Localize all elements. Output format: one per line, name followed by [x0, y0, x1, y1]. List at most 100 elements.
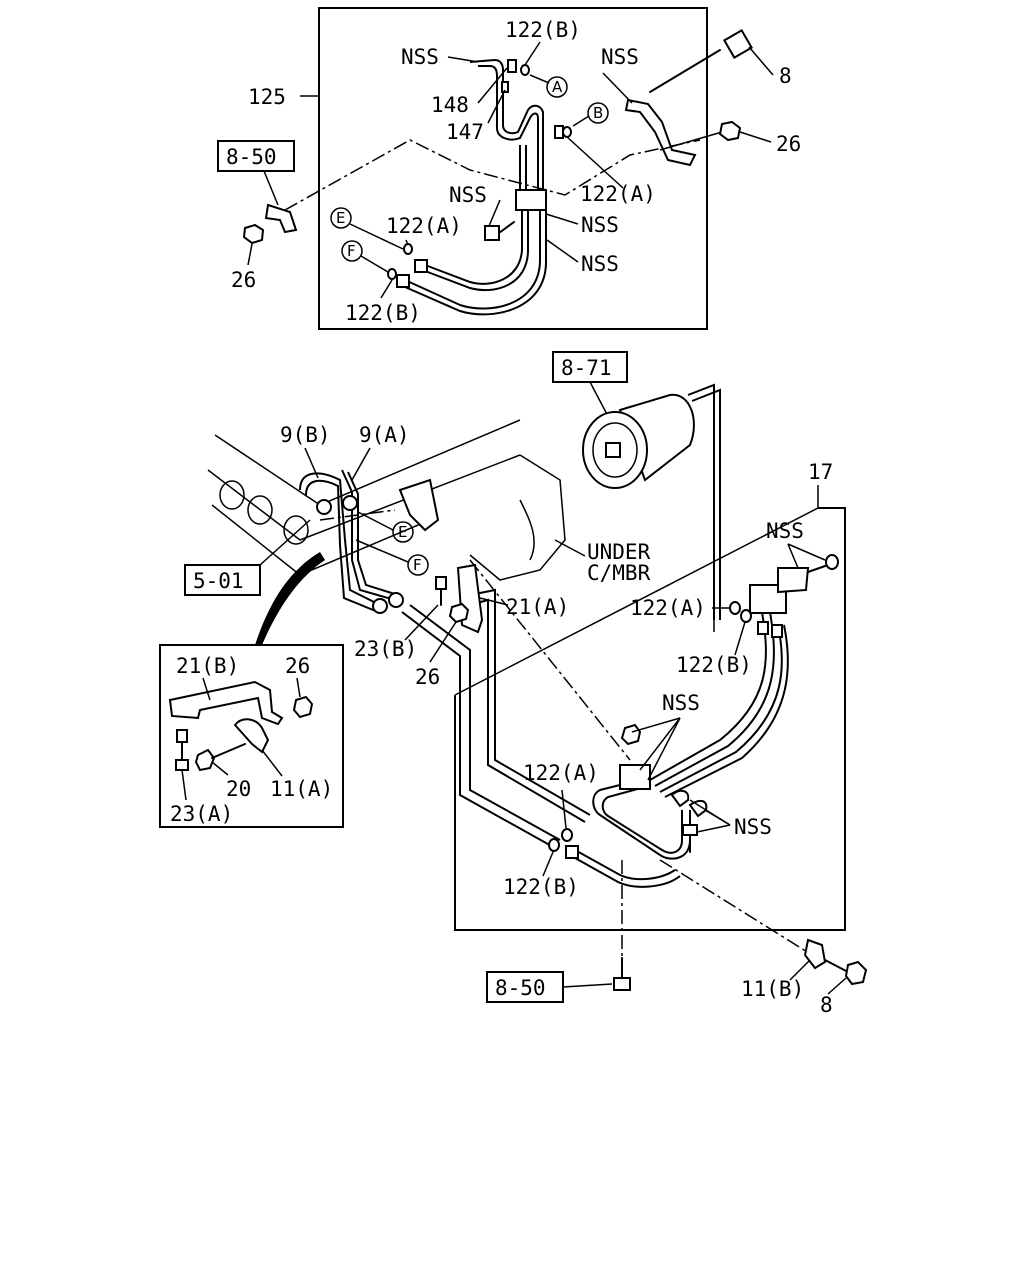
fitting-17-lower [565, 845, 579, 859]
leader-b [572, 115, 590, 127]
label-23b: 23(B) [354, 637, 417, 661]
callout-b-top [587, 102, 609, 124]
centerline-main-1 [469, 559, 631, 761]
ref-box-501 [184, 564, 261, 596]
oring-122a-17 [729, 601, 741, 615]
label-122a-top: 122(A) [580, 182, 656, 206]
leader-f [360, 255, 389, 273]
clip-850-top [264, 203, 298, 234]
pipe-long-2 [401, 611, 556, 849]
pipe-long-4 [469, 598, 586, 823]
clip-11a [233, 718, 270, 754]
nut-nss-17 [620, 723, 642, 746]
leader-122b-lower [542, 851, 554, 877]
nut-26-left [242, 223, 265, 245]
leader-23b [404, 604, 439, 641]
label-17: 17 [808, 460, 833, 484]
leader-8-top [748, 46, 774, 76]
leader-20 [211, 761, 229, 776]
oring-122b-top [520, 64, 530, 76]
callout-b-top-text: B [593, 104, 603, 122]
leader-122b-17 [734, 621, 746, 656]
bolt-20-head [194, 748, 216, 772]
callout-f-main [407, 554, 429, 576]
fitting-23b-1 [372, 598, 388, 614]
fitting-f [396, 274, 410, 288]
leader-nss-clamp [545, 213, 579, 225]
label-23a: 23(A) [170, 802, 233, 826]
pipe-long-3 [469, 588, 591, 816]
pipe-lower-f1 [404, 210, 541, 310]
pipe-17-lower-4 [574, 857, 681, 888]
label-26-main: 26 [415, 665, 440, 689]
bolt-850-head [613, 977, 631, 991]
pipe-upper-1 [469, 58, 544, 200]
bolt-8-head [722, 28, 754, 60]
oring-122b-low [387, 268, 397, 280]
label-9a: 9(A) [359, 423, 410, 447]
label-122a-mid: 122(A) [386, 214, 462, 238]
pipe-17-lower-2 [601, 786, 683, 854]
bolt-8-shank [649, 49, 721, 93]
frame-bracket [398, 478, 440, 532]
leader-nss-1 [447, 56, 479, 63]
bolt-23a-head [176, 729, 188, 743]
pipe-long-1 [409, 604, 561, 841]
leader-11b [789, 959, 811, 981]
clamp-17-mid [619, 764, 651, 790]
fitting-148 [507, 59, 517, 73]
bracket-21a [456, 563, 484, 634]
clip-11b [803, 938, 827, 970]
label-nss-pipe: NSS [581, 252, 619, 276]
leader-122a-1 [565, 135, 624, 189]
inset-box-125 [318, 7, 708, 330]
label-8-top: 8 [779, 64, 792, 88]
callout-f-top [341, 240, 363, 262]
leader-nss-pipe [546, 239, 579, 263]
label-122a-17: 122(A) [630, 596, 706, 620]
clamp-block [515, 189, 547, 211]
oring-122b-lower [548, 838, 560, 852]
leader-23a [181, 769, 187, 801]
leader-501 [259, 519, 311, 566]
bolt-head-nss-17 [825, 554, 839, 570]
label-nss-clamp: NSS [581, 213, 619, 237]
bolt-20-shank [211, 743, 246, 759]
nut-26-right [718, 120, 742, 142]
fitting-9a [342, 495, 358, 511]
fitting-23b-2 [388, 592, 404, 608]
oring-122a-top [562, 126, 572, 138]
label-148: 148 [431, 93, 469, 117]
nut-26-main [448, 602, 470, 624]
leader-148 [477, 67, 508, 104]
centerline-top [284, 139, 701, 211]
label-8-bottom: 8 [820, 993, 833, 1017]
leader-nss-bracket [602, 72, 633, 104]
label-cmbr: C/MBR [587, 561, 651, 585]
box-17-diag [454, 507, 819, 696]
leader-a [529, 74, 550, 84]
fitting-17-2 [771, 624, 783, 638]
leader-26-left [247, 243, 253, 266]
oring-122a-mid [403, 243, 413, 255]
leader-850 [263, 170, 279, 206]
pipe-17-curve-4 [664, 624, 789, 798]
label-501: 5-01 [193, 569, 244, 593]
callout-a-top [546, 76, 568, 98]
leader-26-right [739, 131, 772, 143]
leader-11a [261, 749, 283, 777]
leader-122b-1 [524, 41, 541, 66]
bolt-8-bottom-shank [824, 959, 849, 973]
leader-nss-low-3 [696, 824, 731, 833]
pipe-17-lower-3 [574, 849, 676, 881]
bolt-23b-head [435, 576, 447, 590]
label-122b-low: 122(B) [345, 301, 421, 325]
fitting-e [414, 259, 428, 273]
pipe-9b-2 [305, 479, 379, 613]
label-nss-low: NSS [734, 815, 772, 839]
leader-nss-mid-2 [639, 717, 681, 771]
bolt-23a-base [175, 759, 189, 771]
label-26-left: 26 [231, 268, 256, 292]
compressor [582, 393, 695, 489]
